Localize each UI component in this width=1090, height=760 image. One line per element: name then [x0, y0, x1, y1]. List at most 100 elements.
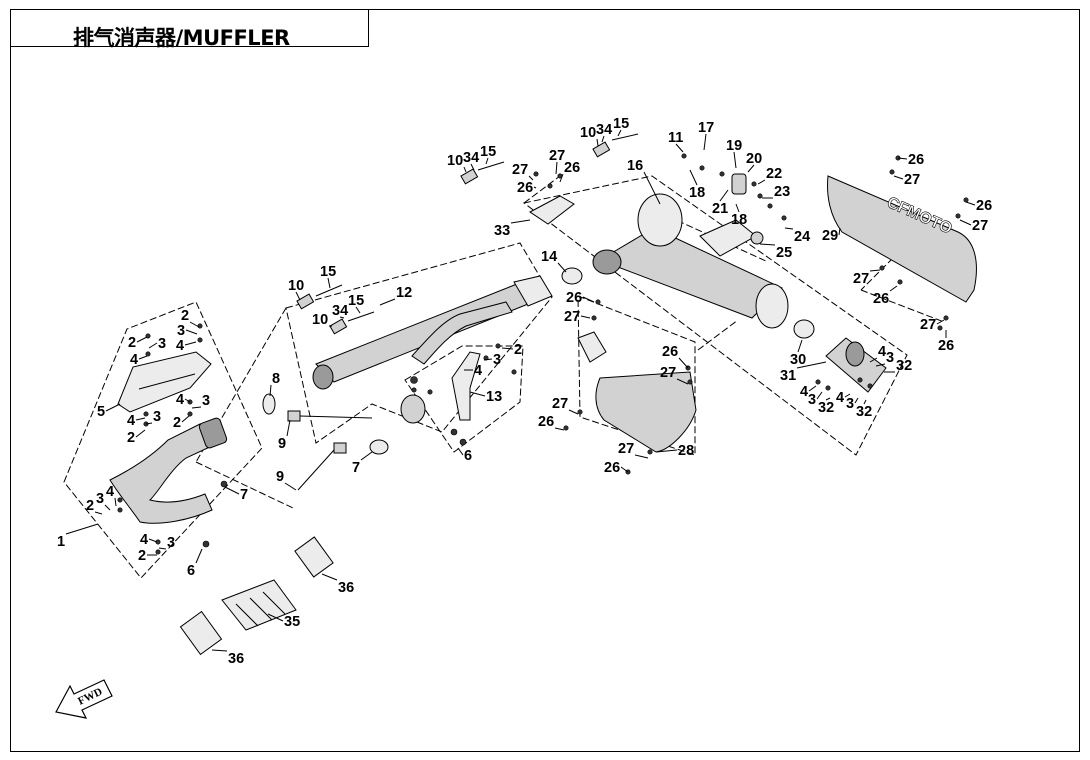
leader-line	[485, 157, 489, 165]
part-number-label: 36	[338, 580, 354, 596]
gasket-8	[262, 393, 276, 415]
part-number-label: 4	[176, 392, 184, 408]
muffler-inlet	[592, 249, 622, 275]
leader-line	[759, 243, 776, 246]
oxygen-sensor-upper	[287, 410, 301, 422]
leader-line	[959, 219, 972, 226]
part-number-label: 26	[662, 344, 678, 360]
part-number-label: 34	[596, 122, 612, 138]
part-number-label: 26	[976, 198, 992, 214]
part-number-label: 3	[167, 535, 175, 551]
leader-line	[138, 355, 148, 360]
spring-10	[296, 293, 315, 310]
part-number-label: 34	[463, 150, 479, 166]
leader-line	[757, 179, 766, 185]
part-number-label: 20	[746, 151, 762, 167]
clip-36-upper	[294, 536, 334, 578]
part-number-label: 17	[698, 120, 714, 136]
leader-line	[784, 227, 794, 230]
part-number-label: 8	[272, 371, 280, 387]
leader-line	[267, 613, 284, 622]
part-number-label: 26	[873, 291, 889, 307]
leader-line	[135, 417, 146, 421]
leader-line	[105, 403, 121, 412]
leader-line	[596, 138, 599, 147]
leader-line	[582, 296, 595, 303]
part-number-label: 3	[153, 409, 161, 425]
part-number-label: 26	[564, 160, 580, 176]
clip-36-lower	[179, 610, 223, 656]
part-number-label: 4	[127, 413, 135, 429]
leader-line	[360, 451, 373, 461]
part-number-label: 1	[57, 534, 65, 550]
leader-line	[136, 336, 148, 343]
part-number-label: 19	[726, 138, 742, 154]
part-number-label: 4	[106, 484, 114, 500]
leader-line	[148, 538, 158, 543]
gasket-7	[369, 439, 389, 455]
part-number-label: 2	[181, 308, 189, 324]
part-number-label: 34	[332, 303, 348, 319]
part-number-label: 9	[278, 436, 286, 452]
leader-line	[747, 164, 755, 173]
part-number-label: 32	[856, 404, 872, 420]
part-number-label: 23	[774, 184, 790, 200]
leader-line	[470, 163, 475, 171]
leader-line	[533, 186, 537, 189]
part-number-label: 14	[541, 249, 557, 265]
leader-line	[854, 397, 859, 404]
part-number-label: 15	[613, 116, 629, 132]
leader-line	[321, 573, 338, 581]
leader-line	[528, 175, 534, 181]
leader-line	[893, 175, 904, 180]
leader-line	[158, 547, 167, 550]
clamp-25	[750, 231, 764, 245]
leader-line	[191, 406, 202, 409]
part-number-label: 3	[177, 323, 185, 339]
part-number-label: 4	[800, 384, 808, 400]
part-number-label: 15	[320, 264, 336, 280]
leader-line	[224, 486, 240, 495]
part-number-label: 27	[660, 365, 676, 381]
leader-line	[284, 482, 297, 491]
leader-line	[295, 291, 301, 301]
part-number-label: 13	[486, 389, 502, 405]
part-number-label: 18	[689, 185, 705, 201]
part-number-label: 3	[202, 393, 210, 409]
leader-line	[145, 422, 153, 425]
part-number-label: 32	[818, 400, 834, 416]
leader-line	[580, 315, 591, 319]
part-number-label: 29	[822, 228, 838, 244]
leader-line	[620, 466, 629, 473]
part-number-label: 35	[284, 614, 300, 630]
leader-line	[838, 227, 841, 236]
leader-line	[676, 378, 689, 385]
leader-line	[355, 306, 361, 314]
leader-line	[735, 203, 740, 213]
part-number-label: 4	[836, 390, 844, 406]
leader-line	[114, 497, 117, 507]
leader-line	[463, 166, 467, 173]
leader-line	[554, 427, 565, 431]
part-number-label: 4	[140, 532, 148, 548]
leader-dashed	[523, 175, 561, 204]
pipe-flange	[513, 275, 553, 307]
leader-lines	[65, 129, 976, 652]
leader-line	[825, 397, 831, 401]
leader-line	[327, 277, 331, 289]
spring-10	[329, 318, 348, 335]
part-number-label: 2	[514, 342, 522, 358]
part-number-label: 27	[904, 172, 920, 188]
diagram-frame	[10, 9, 1080, 752]
part-number-label: 21	[712, 201, 728, 217]
group-outlines	[63, 175, 945, 579]
part-number-label: 15	[348, 293, 364, 309]
part-number-label: 28	[678, 443, 694, 459]
leader-dashed	[195, 461, 294, 509]
bracket-13	[451, 351, 481, 421]
part-number-label: 26	[566, 290, 582, 306]
part-number-label: 3	[493, 352, 501, 368]
leader-line	[501, 347, 514, 350]
